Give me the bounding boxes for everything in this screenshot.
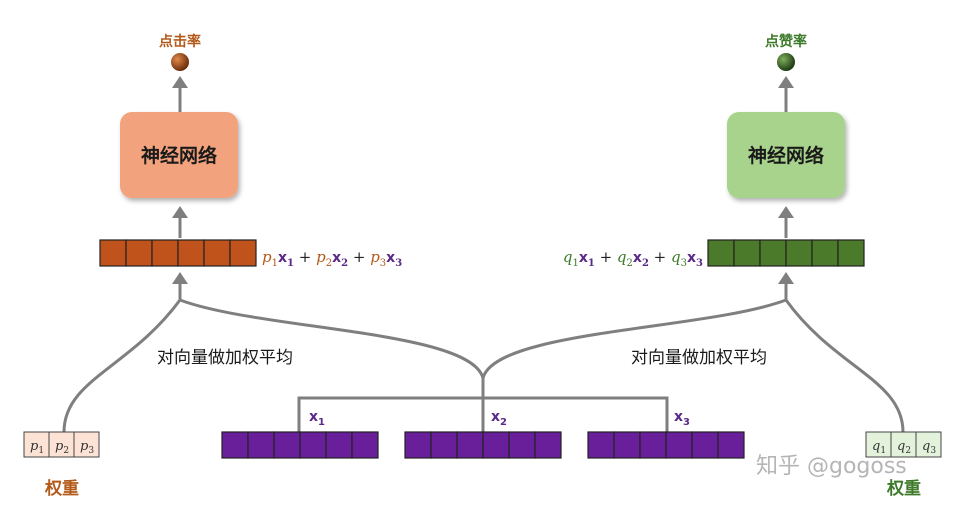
connector-lines: [62, 80, 905, 433]
inputs-to-left-curve: [179, 298, 485, 379]
right-weights-curve: [784, 299, 905, 433]
arrowheads: [172, 76, 794, 284]
input-vector-2-cell: [508, 431, 536, 459]
input-vector-1-cell: [299, 431, 327, 459]
input-vector-2-cell: [430, 431, 458, 459]
right-pooled-cell: [811, 239, 839, 267]
input-vector-1-cell: [325, 431, 353, 459]
right-weight-cell: [915, 431, 942, 458]
left-pooled-cell: [151, 239, 179, 267]
right-weight-vector: q1 q2 q3: [865, 431, 942, 458]
input-vector-3-cell: [717, 431, 745, 459]
right-neural-network-label: 神经网络: [748, 144, 824, 167]
input-label-x1: x1: [309, 409, 325, 428]
input-vector-3-cell: [613, 431, 641, 459]
right-neural-network-box: [727, 112, 845, 198]
left-pooled-vector: [99, 239, 257, 267]
left-formula: p1x1 + p2x2 + p3x3: [262, 248, 402, 269]
input-label-x2: x2: [491, 409, 507, 428]
right-pooled-cell: [837, 239, 865, 267]
left-pooled-cell: [99, 239, 127, 267]
left-neural-network-label: 神经网络: [141, 144, 217, 167]
right-arrowhead-output: [778, 76, 794, 88]
left-weight-cell: [73, 431, 100, 458]
input-vector-2-cell: [456, 431, 484, 459]
inputs-to-right-curve: [481, 298, 787, 379]
right-formula: q1x1 + q2x2 + q3x3: [563, 248, 703, 269]
left-pooled-cell: [125, 239, 153, 267]
input-vector-3-cell: [639, 431, 667, 459]
right-weight-cell-label: q3: [922, 439, 936, 456]
input-vector-1-cell: [273, 431, 301, 459]
right-weight-cell: [865, 431, 892, 458]
left-output-label: 点击率: [159, 33, 201, 50]
input-vector-2-cell: [404, 431, 432, 459]
right-pooled-cell: [759, 239, 787, 267]
left-arrowhead-nn: [172, 206, 188, 218]
left-neural-network-box: [120, 112, 238, 198]
right-pooled-cell: [733, 239, 761, 267]
right-output-label: 点赞率: [765, 33, 807, 50]
left-weight-cell-label: p2: [55, 439, 69, 456]
right-weight-cell-label: q1: [872, 439, 886, 456]
input-vector-1-cell: [221, 431, 249, 459]
left-weight-cell: [48, 431, 75, 458]
left-output-node: [171, 53, 189, 71]
left-weight-cell-label: p3: [80, 439, 94, 456]
input-vector-1-cell: [351, 431, 379, 459]
input-vector-3-cell: [665, 431, 693, 459]
right-arrowhead-vector: [778, 272, 794, 284]
left-pooled-cell: [229, 239, 257, 267]
left-pooled-cell: [177, 239, 205, 267]
watermark: 知乎 @gogoss: [756, 454, 907, 479]
left-weights-label: 权重: [44, 478, 79, 499]
right-pooled-cell: [707, 239, 735, 267]
left-weights-curve: [62, 299, 182, 433]
right-weight-cell-label: q2: [897, 439, 911, 456]
input-vector-2-cell: [482, 431, 510, 459]
input-vector-3-cell: [691, 431, 719, 459]
right-average-label: 对向量做加权平均: [631, 348, 767, 368]
left-weight-cell-label: p1: [30, 439, 44, 456]
left-weight-vector: p1 p2 p3: [23, 431, 100, 458]
left-arrowhead-output: [172, 76, 188, 88]
input-vector-1-cell: [247, 431, 275, 459]
left-arrowhead-vector: [172, 272, 188, 284]
right-pooled-cell: [785, 239, 813, 267]
right-weights-label: 权重: [886, 478, 921, 499]
left-average-label: 对向量做加权平均: [157, 348, 293, 368]
input-vector-3-cell: [587, 431, 615, 459]
right-output-node: [777, 53, 795, 71]
input-label-x3: x3: [674, 409, 690, 428]
input-vectors: [221, 431, 745, 459]
right-arrowhead-nn: [778, 206, 794, 218]
input-vector-2-cell: [534, 431, 562, 459]
left-pooled-cell: [203, 239, 231, 267]
right-pooled-vector: [707, 239, 865, 267]
